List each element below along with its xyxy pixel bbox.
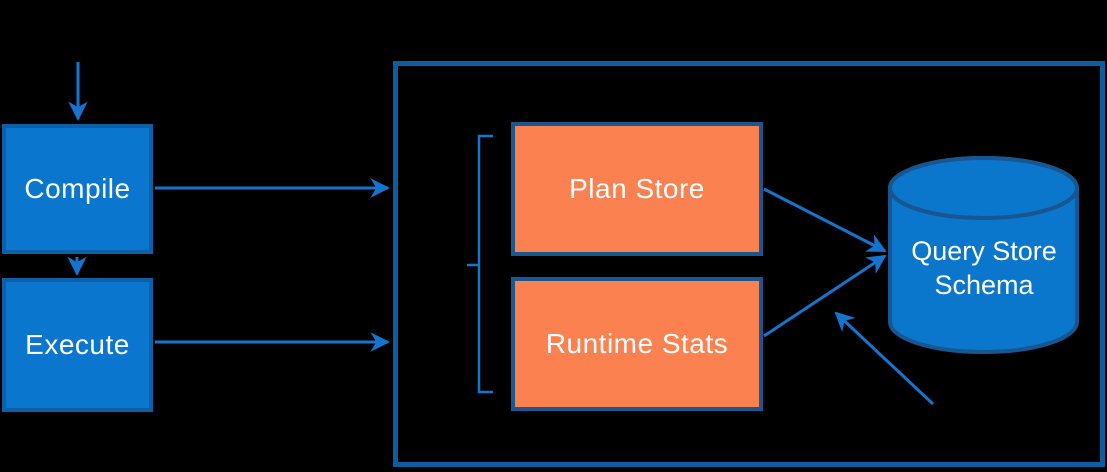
node-execute-label: Execute [25,329,130,360]
group-bracket [467,134,493,394]
query-store-container [393,61,1105,467]
node-runtime-stats: Runtime Stats [511,277,763,411]
node-plan-store: Plan Store [511,122,763,256]
node-runtime-stats-label: Runtime Stats [545,328,729,359]
node-execute: Execute [2,278,153,412]
arrow-runtime-stats-to-schema [763,254,887,338]
database-cylinder-icon [888,156,1079,354]
node-compile-label: Compile [24,173,131,204]
cylinder-top [888,156,1079,220]
arrow-plan-store-to-schema [763,187,887,253]
arrow-external-to-schema [834,311,935,406]
node-compile: Compile [2,124,153,254]
node-query-store-schema-label: Query Store Schema [911,236,1057,300]
node-plan-store-label: Plan Store [569,173,705,204]
